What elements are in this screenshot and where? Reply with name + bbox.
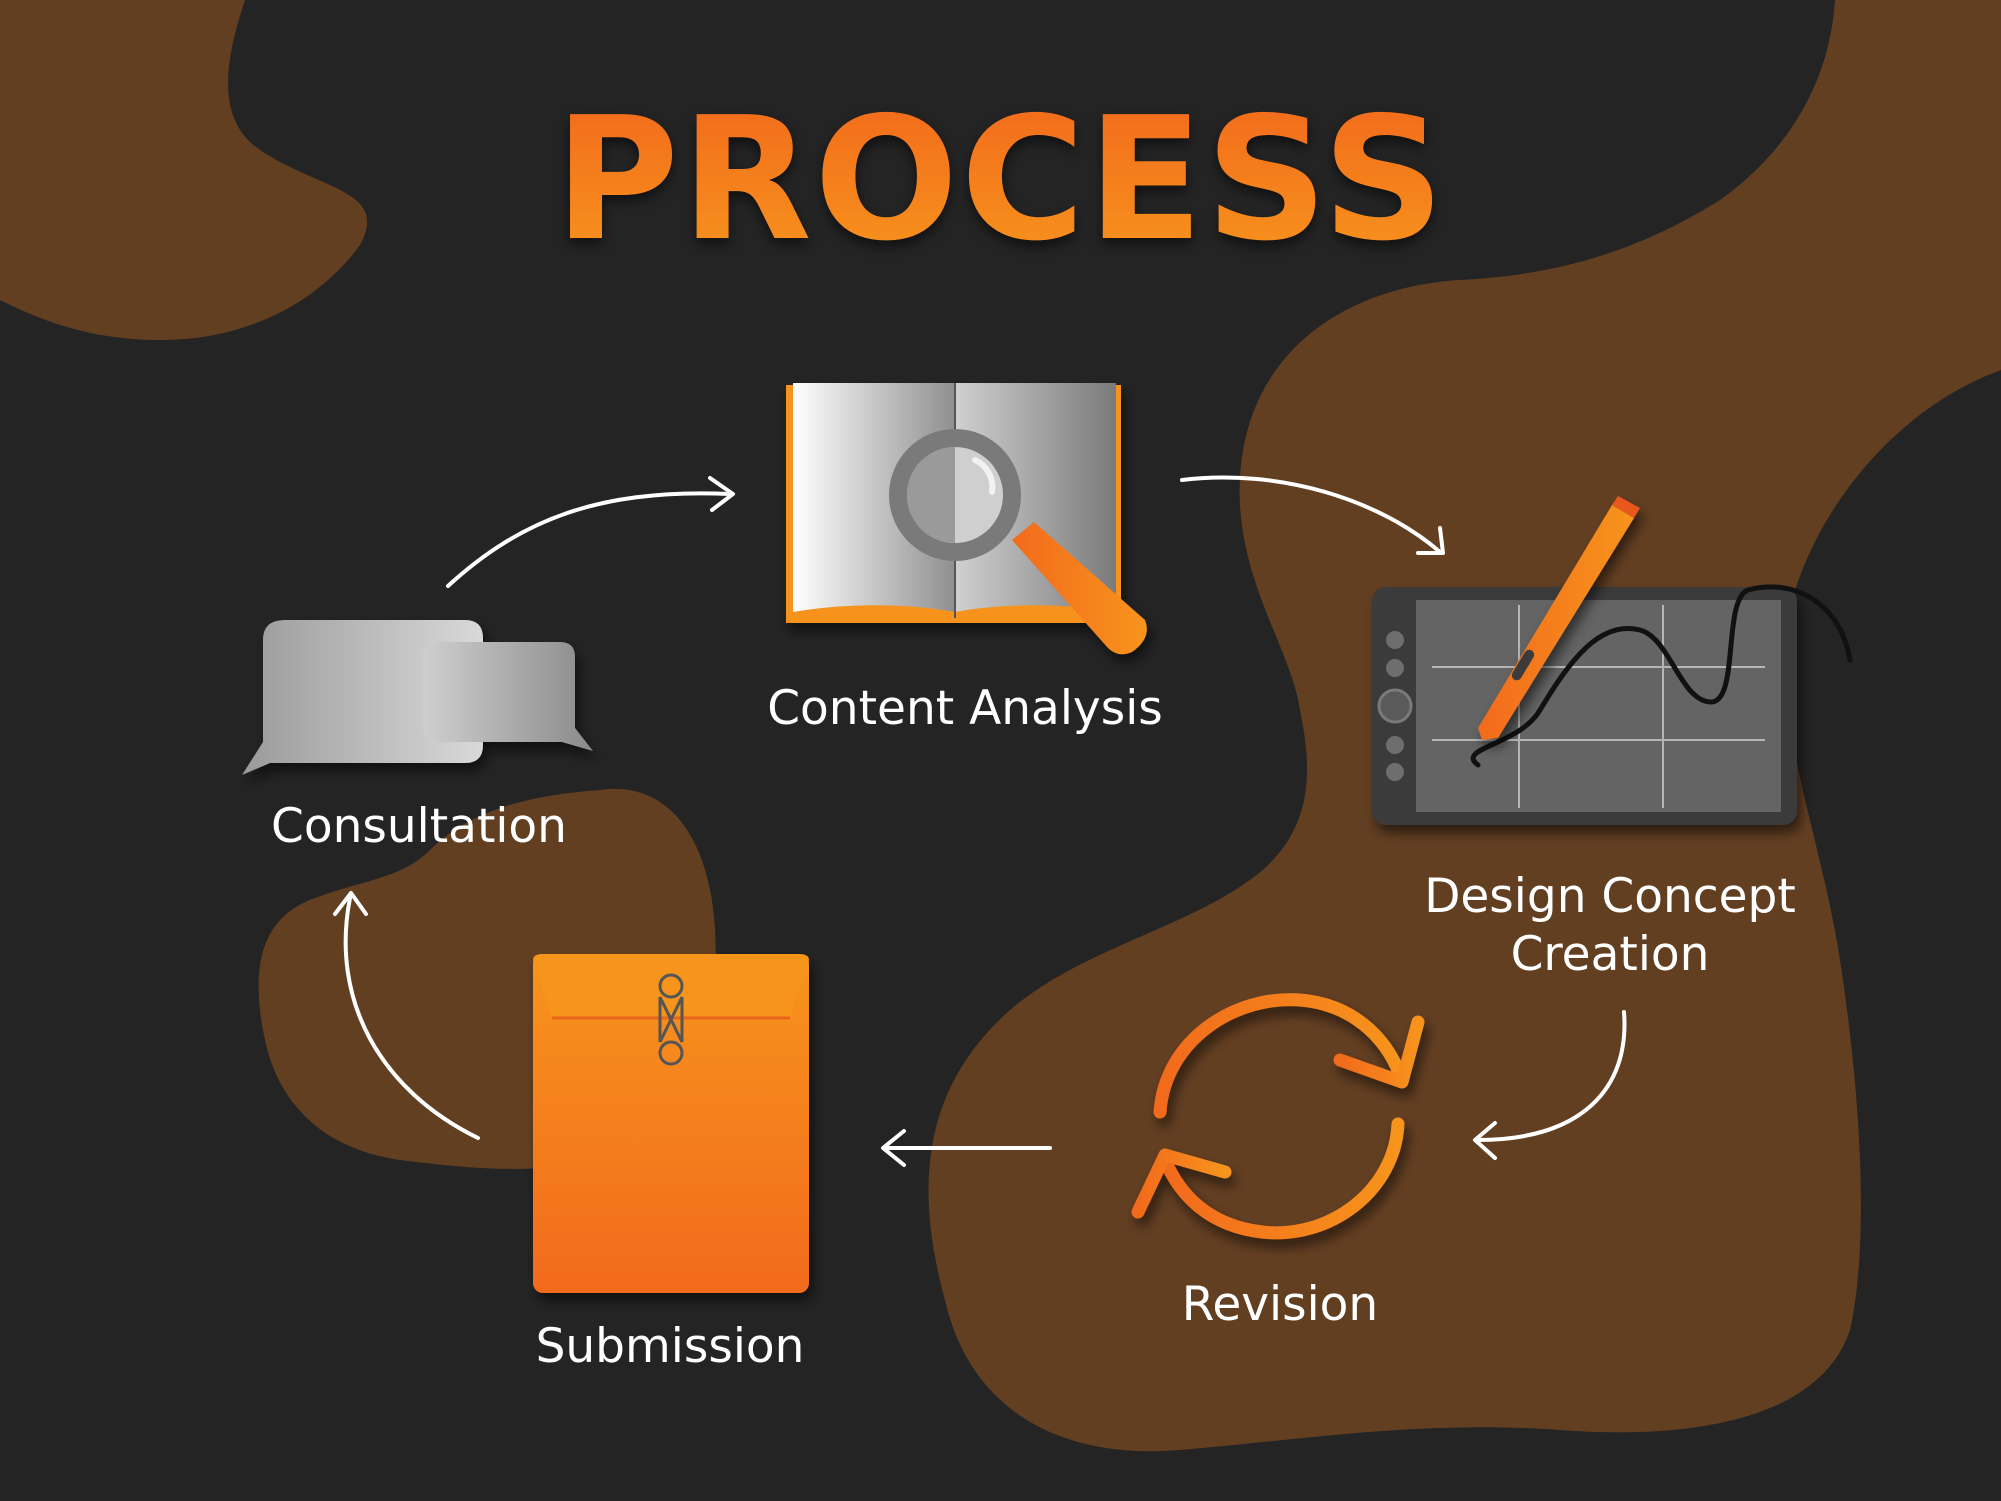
- book-magnifier-icon: [786, 383, 1147, 655]
- flow-arrows: [333, 475, 1627, 1167]
- step-label-consultation: Consultation: [271, 799, 567, 854]
- step-label-content-analysis: Content Analysis: [767, 681, 1163, 736]
- arrow-design-to-revision: [1473, 1010, 1627, 1160]
- arrow-revision-to-submission: [881, 1129, 1052, 1167]
- page-title: PROCESS: [0, 95, 2001, 265]
- stylus-pen: [1478, 496, 1640, 740]
- chat-bubbles-icon: [242, 620, 593, 775]
- envelope-icon: [533, 954, 809, 1293]
- blob-top-left: [0, 0, 368, 340]
- step-label-submission: Submission: [535, 1319, 805, 1374]
- arrow-consultation-to-content: [446, 476, 735, 588]
- step-label-design-concept-creation: Design Concept Creation: [1424, 869, 1796, 982]
- pen-tablet-icon: [1372, 496, 1853, 825]
- refresh-arrows-icon: [1131, 993, 1425, 1240]
- arrow-content-to-design: [1180, 475, 1445, 555]
- step-label-revision: Revision: [1181, 1277, 1379, 1332]
- arrow-submission-to-consultation: [333, 891, 480, 1140]
